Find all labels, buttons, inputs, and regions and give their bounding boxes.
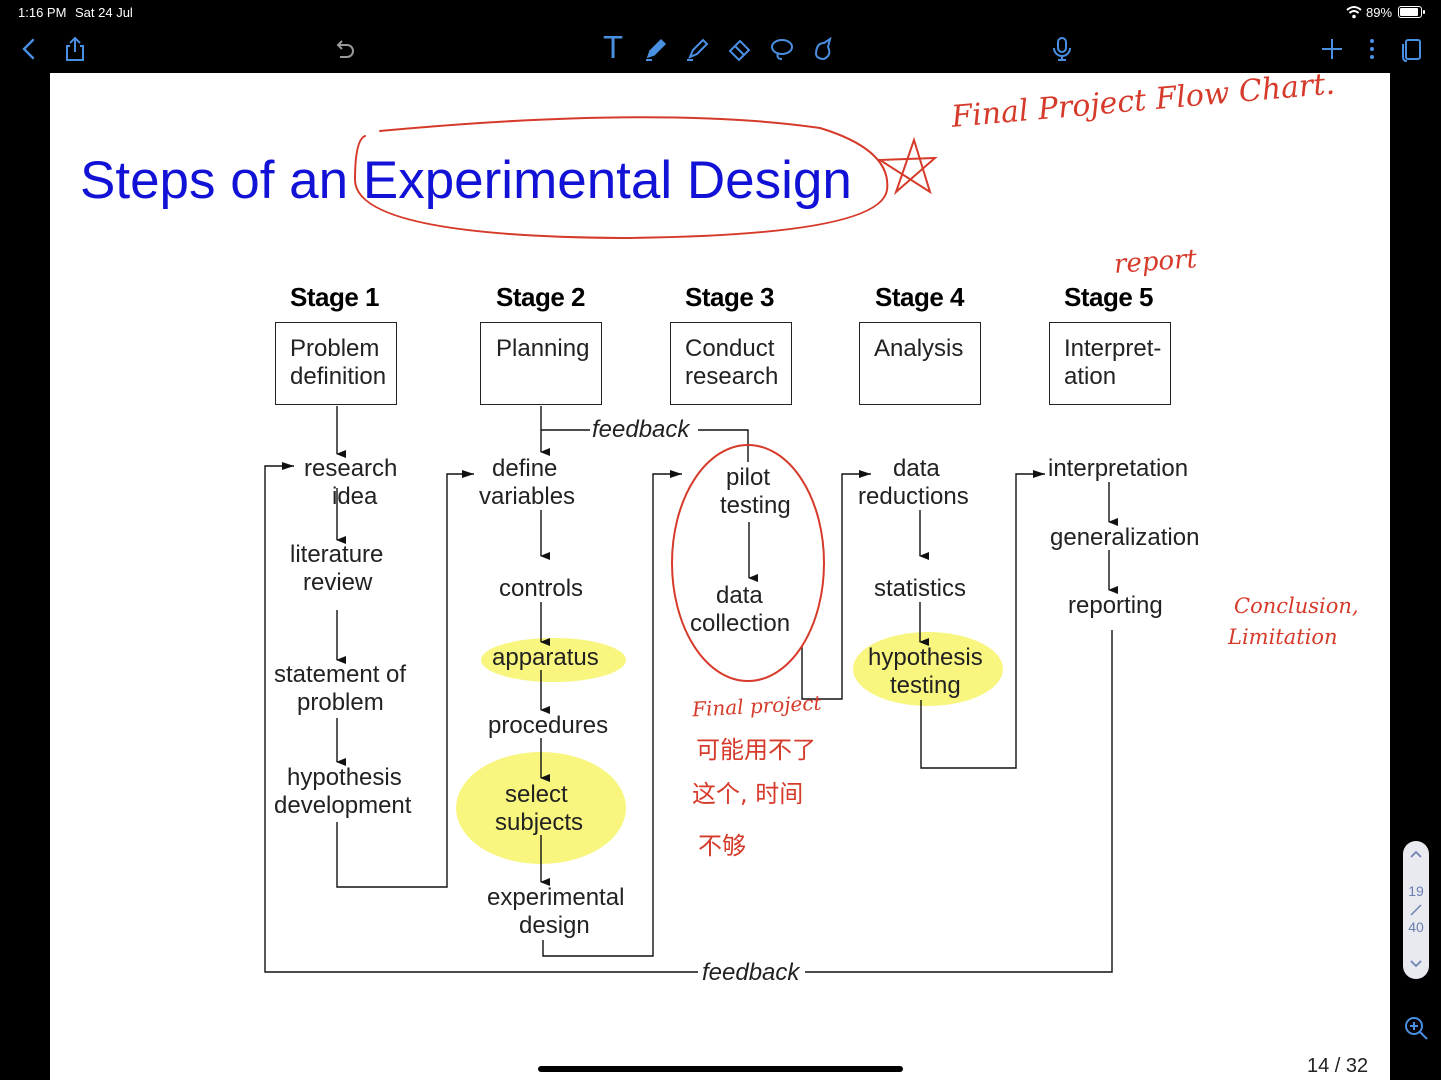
battery-percent: 89% <box>1366 5 1393 20</box>
lasso-tool-button[interactable] <box>767 34 797 64</box>
step-problem: problem <box>297 689 384 716</box>
microphone-button[interactable] <box>1047 34 1077 64</box>
conclusion-note-line1: Conclusion, <box>1234 594 1359 618</box>
stage-1-box <box>275 322 397 405</box>
step-apparatus: apparatus <box>492 644 599 671</box>
step-variables: variables <box>479 483 576 510</box>
report-note: report <box>1113 244 1198 280</box>
shapes-tool-button[interactable] <box>809 34 839 64</box>
step-statistics: statistics <box>874 575 967 602</box>
stage-2-label: Stage 2 <box>496 282 586 312</box>
step-research: research <box>304 455 398 482</box>
toolbar: T <box>0 26 1441 72</box>
stage-3-box-line1: Conduct <box>685 335 775 362</box>
step-testing-4: testing <box>890 672 961 699</box>
step-interpretation: interpretation <box>1048 455 1189 482</box>
undo-icon <box>336 40 354 58</box>
document-page[interactable] <box>50 73 1390 1080</box>
stage-5-box-line1: Interpret- <box>1064 335 1162 362</box>
stage-3-box-line2: research <box>685 363 779 390</box>
chevron-down-icon[interactable] <box>1409 957 1423 971</box>
step-define: define <box>492 455 558 482</box>
highlighter-icon <box>687 38 709 61</box>
stage-1-box-line1: Problem <box>290 335 380 362</box>
step-reporting: reporting <box>1068 592 1163 619</box>
eraser-icon <box>728 39 751 62</box>
step-controls: controls <box>499 575 584 602</box>
stage-3-label: Stage 3 <box>685 282 775 312</box>
total-pages-number: 40 <box>1408 919 1424 935</box>
feedback-label-top: feedback <box>590 416 692 444</box>
pen-icon <box>646 38 667 61</box>
step-hypothesis: hypothesis <box>287 764 402 791</box>
back-icon <box>22 38 35 60</box>
pages-button[interactable] <box>1397 34 1427 64</box>
status-bar: 1:16 PM Sat 24 Jul 89% <box>0 0 1441 26</box>
step-experimental: experimental <box>487 884 625 911</box>
final-project-note-line3: 这个, 时间 <box>692 780 804 808</box>
step-data: data <box>716 582 763 609</box>
more-button[interactable] <box>1357 34 1387 64</box>
step-development: development <box>274 792 412 819</box>
stage-4-box <box>859 322 981 405</box>
stage-5-box <box>1049 322 1171 405</box>
lasso-icon <box>771 39 793 60</box>
highlighter-tool-button[interactable] <box>683 34 713 64</box>
conclusion-note-line2: Limitation <box>1228 625 1338 649</box>
pages-icon <box>1402 39 1421 62</box>
eraser-tool-button[interactable] <box>725 34 755 64</box>
add-page-button[interactable] <box>1317 34 1347 64</box>
feedback-label-bottom: feedback <box>700 959 802 987</box>
stage-4-box-line1: Analysis <box>874 335 964 362</box>
zoom-icon[interactable] <box>1403 1015 1429 1041</box>
page-indicator: 14 / 32 <box>1307 1055 1369 1077</box>
step-design: design <box>519 912 590 939</box>
pen-tool-button[interactable] <box>641 34 671 64</box>
microphone-icon <box>1053 37 1071 61</box>
final-project-note-line4: 不够 <box>698 832 746 860</box>
step-idea: idea <box>332 483 378 510</box>
slide-title: Steps of an Experimental Design <box>80 151 852 210</box>
text-icon: T <box>603 31 623 66</box>
stage-4-label: Stage 4 <box>875 282 965 312</box>
step-reductions: reductions <box>858 483 969 510</box>
step-hypothesis-4: hypothesis <box>868 644 983 671</box>
status-time: 1:16 PM <box>18 5 67 20</box>
step-review: review <box>303 569 373 596</box>
page-separator <box>1410 904 1422 916</box>
stage-3-box <box>670 322 792 405</box>
step-collection: collection <box>690 610 791 637</box>
step-procedures: procedures <box>488 712 609 739</box>
stage-5-box-line2: ation <box>1064 363 1117 390</box>
chevron-up-icon[interactable] <box>1409 847 1423 861</box>
step-testing: testing <box>720 492 791 519</box>
stage-2-box <box>480 322 602 405</box>
stage-1-box-line2: definition <box>290 363 387 390</box>
share-button[interactable] <box>60 34 90 64</box>
shapes-icon <box>815 36 832 61</box>
home-indicator[interactable] <box>538 1066 903 1072</box>
battery-icon <box>1398 6 1425 18</box>
share-icon <box>66 36 84 61</box>
step-subjects: subjects <box>495 809 584 836</box>
step-data-4: data <box>893 455 940 482</box>
final-project-note-line2: 可能用不了 <box>696 736 816 764</box>
step-statement-of: statement of <box>274 661 407 688</box>
wifi-icon <box>1346 6 1362 19</box>
step-generalization: generalization <box>1050 524 1200 551</box>
page-scroller[interactable]: 19 40 <box>1403 841 1429 979</box>
back-button[interactable] <box>14 34 44 64</box>
step-pilot: pilot <box>726 464 771 491</box>
status-date: Sat 24 Jul <box>75 5 133 20</box>
more-icon <box>1370 39 1374 59</box>
step-select: select <box>505 781 568 808</box>
stage-2-box-line1: Planning <box>496 335 590 362</box>
undo-button[interactable] <box>329 34 359 64</box>
add-icon <box>1322 39 1342 59</box>
text-tool-button[interactable]: T <box>598 34 628 64</box>
step-literature: literature <box>290 541 384 568</box>
stage-5-label: Stage 5 <box>1064 282 1154 312</box>
stage-1-label: Stage 1 <box>290 282 380 312</box>
current-page-number: 19 <box>1408 883 1424 899</box>
